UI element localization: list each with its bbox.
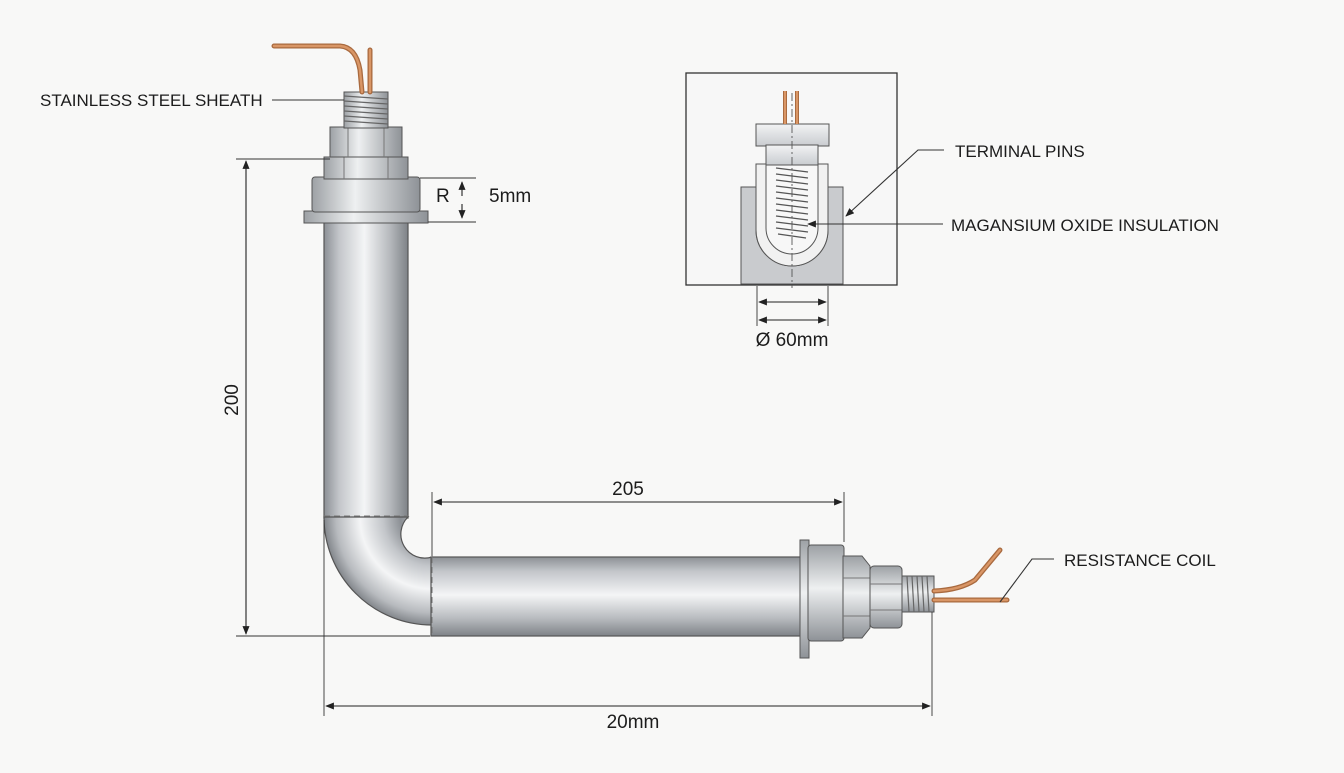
- radius-value: 5mm: [489, 186, 531, 207]
- top-fitting: [271, 43, 429, 224]
- dimension-vertical: [236, 158, 430, 637]
- radius-symbol: R: [436, 186, 450, 207]
- detail-diameter-label: Ø 60mm: [756, 330, 829, 351]
- insulation-label: MAGANSIUM OXIDE INSULATION: [951, 216, 1219, 235]
- horizontal-length-label: 205: [612, 479, 644, 500]
- terminal-pins-leader: [845, 149, 944, 217]
- right-fitting: [799, 539, 1010, 659]
- terminal-pins-label: TERMINAL PINS: [955, 142, 1085, 161]
- detail-view: [685, 72, 898, 326]
- dimension-overall: [323, 520, 933, 716]
- dimension-horizontal: [431, 492, 845, 556]
- heating-tube: [323, 221, 803, 637]
- resistance-coil-label: RESISTANCE COIL: [1064, 551, 1216, 570]
- vertical-length-label: 200: [222, 384, 243, 416]
- coil-leader: [999, 558, 1054, 603]
- overall-width-label: 20mm: [607, 712, 660, 733]
- sheath-label: STAINLESS STEEL SHEATH: [40, 91, 263, 110]
- dimension-radius: [420, 177, 476, 223]
